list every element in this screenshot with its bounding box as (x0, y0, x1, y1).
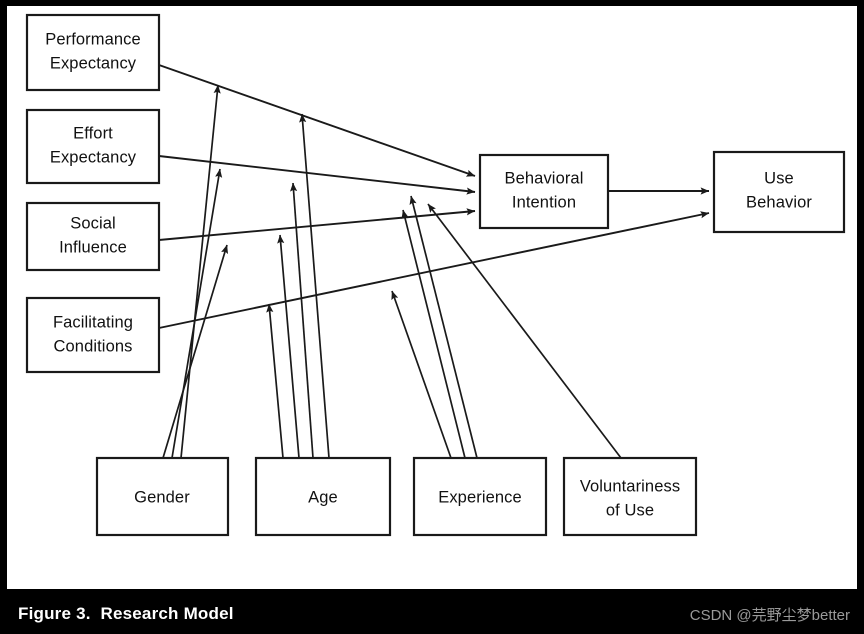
edge-gender-to-pe-path (180, 84, 221, 459)
node-label-facilitating-conditions-line1: Facilitating (53, 313, 133, 331)
node-facilitating-conditions[interactable]: Facilitating Conditions (25, 296, 161, 374)
frame-right-border (857, 0, 864, 589)
node-label-social-influence-line2: Influence (59, 238, 127, 256)
node-performance-expectancy[interactable]: Performance Expectancy (25, 13, 161, 92)
edge-age-to-pe-path (299, 113, 330, 459)
frame-top-border (0, 0, 864, 6)
node-label-voluntariness-of-use-line1: Voluntariness (580, 477, 680, 495)
edge-pe-to-bi (158, 64, 476, 177)
node-label-use-behavior-line2: Behavior (746, 193, 812, 211)
edge-ee-to-bi (158, 155, 476, 195)
edge-age-to-ee-path (290, 182, 314, 459)
node-label-effort-expectancy-line2: Expectancy (50, 148, 137, 166)
diagram-canvas: Performance Expectancy Effort Expectancy… (7, 6, 857, 589)
moderator-edges-experience (391, 195, 478, 459)
node-label-performance-expectancy-line1: Performance (45, 30, 141, 48)
node-age[interactable]: Age (254, 456, 392, 537)
node-gender[interactable]: Gender (95, 456, 230, 537)
node-label-effort-expectancy-line1: Effort (73, 124, 113, 142)
node-label-use-behavior-line1: Use (764, 169, 794, 187)
edge-fc-to-ub (158, 211, 710, 329)
node-experience[interactable]: Experience (412, 456, 548, 537)
node-effort-expectancy[interactable]: Effort Expectancy (25, 108, 161, 185)
caption-bar (0, 589, 864, 634)
node-label-behavioral-intention-line1: Behavioral (505, 169, 584, 187)
node-label-age: Age (308, 488, 338, 506)
node-social-influence[interactable]: Social Influence (25, 201, 161, 272)
frame-left-border (0, 0, 7, 589)
csdn-watermark: CSDN @芫野尘梦better (689, 607, 850, 624)
node-label-gender: Gender (134, 488, 190, 506)
edge-age-to-si-path (277, 234, 300, 459)
node-label-behavioral-intention-line2: Intention (512, 193, 576, 211)
node-voluntariness-of-use[interactable]: Voluntariness of Use (562, 456, 698, 537)
edge-gender-to-ee-path (171, 168, 223, 459)
node-use-behavior[interactable]: Use Behavior (712, 150, 846, 234)
edge-gender-to-si-path (162, 244, 229, 459)
edge-si-to-bi (158, 208, 476, 241)
edge-voluntariness-to-si-path (427, 203, 622, 459)
node-label-voluntariness-of-use-line2: of Use (606, 501, 654, 519)
node-label-performance-expectancy-line2: Expectancy (50, 54, 137, 72)
direct-effect-edges (158, 64, 710, 329)
node-label-experience: Experience (438, 488, 522, 506)
node-label-social-influence-line1: Social (70, 214, 116, 232)
node-behavioral-intention[interactable]: Behavioral Intention (478, 153, 610, 230)
edge-experience-to-si-path (401, 209, 466, 459)
edge-age-to-fc-path (266, 303, 284, 459)
figure-caption: Figure 3. Research Model (18, 604, 234, 623)
moderator-edges-voluntariness (427, 203, 622, 459)
moderator-edges-gender (162, 84, 229, 459)
edge-experience-to-ee-path (409, 195, 478, 459)
moderator-edges-age (266, 113, 330, 459)
node-label-facilitating-conditions-line2: Conditions (54, 337, 133, 355)
edge-experience-to-fc-path (391, 290, 452, 459)
